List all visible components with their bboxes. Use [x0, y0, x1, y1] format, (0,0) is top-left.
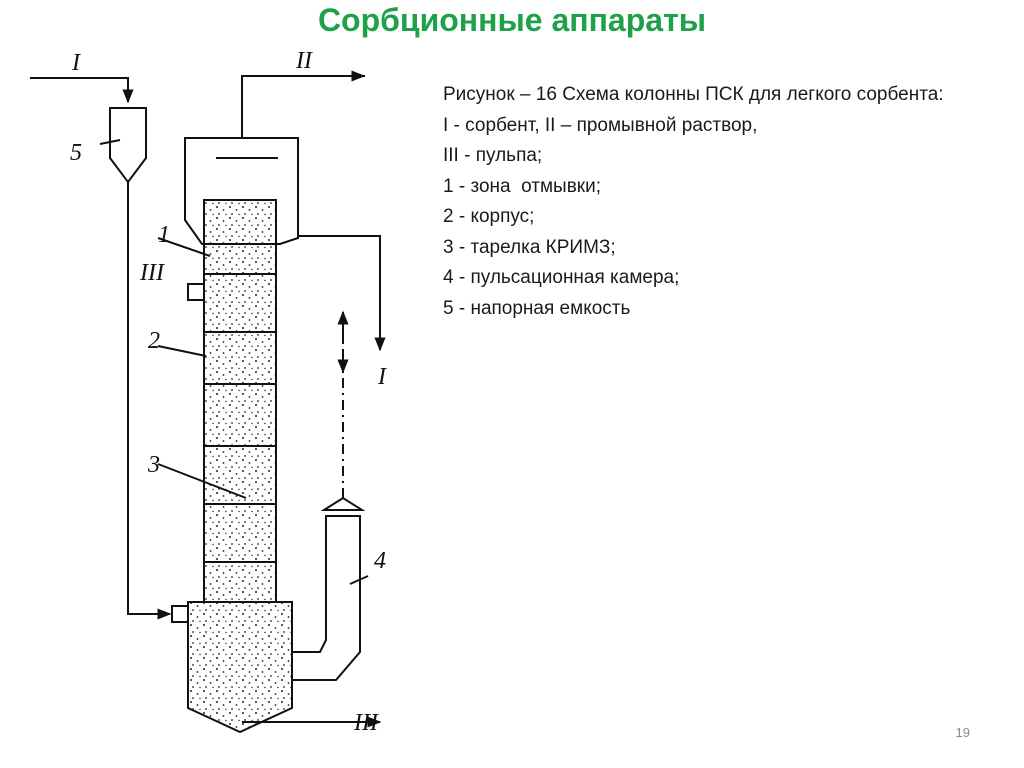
caption-line: 5 - напорная емкость: [443, 297, 631, 319]
caption-heading: Рисунок – 16 Схема колонны ПСК для легко…: [443, 84, 944, 105]
part-label-tank: 5: [70, 140, 82, 166]
stream-label-pulp-in: III: [139, 260, 165, 286]
pulsation-chamber: [291, 515, 361, 681]
stream-label-sorbent-in: I: [71, 50, 81, 76]
slide-title: Сорбционные аппараты: [317, 2, 707, 38]
stream-label-sorbent-out: I: [377, 364, 387, 390]
figure-caption: Рисунок – 16 Схема колонны ПСК для легко…: [443, 80, 963, 324]
caption-line: III - пульпа;: [443, 145, 543, 166]
caption-line: 2 - корпус;: [443, 206, 535, 227]
part-label-body: 2: [148, 328, 160, 354]
pressure-tank: [109, 107, 147, 184]
part-label-plate: 3: [147, 452, 160, 478]
bottom-settler: [187, 601, 293, 734]
caption-line: 4 - пульсационная камера;: [443, 267, 680, 288]
column-diagram: I II III I III 1 2 3 4 5: [30, 48, 387, 736]
caption-line: 3 - тарелка КРИМЗ;: [443, 236, 616, 258]
column-body: [203, 199, 277, 603]
caption-line: I - сорбент, II – промывной раствор,: [443, 114, 758, 136]
stream-label-pulp-out: III: [353, 710, 379, 736]
part-label-washing-zone: 1: [158, 222, 170, 248]
caption-line: 1 - зона отмывки;: [443, 175, 602, 197]
part-label-chamber: 4: [374, 548, 386, 574]
stream-label-wash-in: II: [295, 48, 313, 74]
page-number: 19: [955, 725, 970, 740]
